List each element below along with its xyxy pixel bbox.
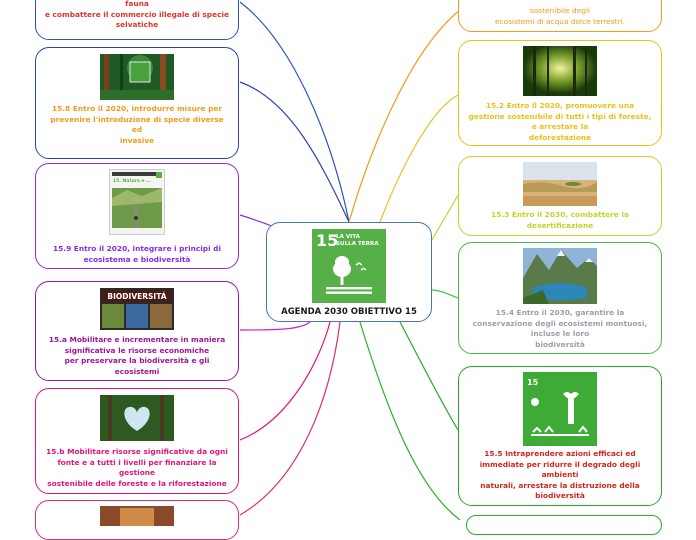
sunlit-forest-photo [523, 46, 597, 96]
connector-line [432, 195, 458, 240]
sdg15-logo: 15 LA VITA SULLA TERRA [312, 229, 386, 303]
node-15-9[interactable]: 15. Natura e ... 15.9 Entro il 2020, int… [35, 163, 239, 269]
connector-line [240, 322, 330, 440]
node-15-c[interactable] [35, 500, 239, 540]
sdg15-life-on-land-icon: 15 [523, 372, 597, 446]
bottom-thumbnail [100, 506, 174, 526]
node-15-3[interactable]: 15.3 Entro il 2030, combattere la desert… [458, 156, 662, 236]
tree-icon [312, 229, 386, 303]
node-text: 15.3 Entro il 2030, combattere la desert… [465, 210, 655, 231]
connector-line [380, 95, 458, 222]
node-text: 15.b Mobilitare risorse significative da… [42, 447, 232, 489]
connector-line [240, 82, 349, 222]
svg-text:BIODIVERSITÁ: BIODIVERSITÁ [107, 292, 166, 301]
node-text: 15.2 Entro il 2020, promuovere una gesti… [465, 101, 655, 143]
node-text: 15.8 Entro il 2020, introdurre misure pe… [42, 104, 232, 146]
node-text: sostenibile degli ecosistemi di acqua do… [465, 6, 655, 27]
node-15-b[interactable]: 15.b Mobilitare risorse significative da… [35, 388, 239, 494]
node-15-2[interactable]: 15.2 Entro il 2020, promuovere una gesti… [458, 40, 662, 146]
connector-line [240, 322, 340, 515]
node-text: 15.9 Entro il 2020, integrare i principi… [42, 244, 232, 265]
connector-line [360, 322, 460, 520]
mountain-lake-photo [523, 248, 597, 304]
document-thumbnail: 15. Natura e ... [109, 169, 165, 235]
node-15-7[interactable]: fauna e combattere il commercio illegale… [35, 0, 239, 40]
node-15-8[interactable]: 15.8 Entro il 2020, introdurre misure pe… [35, 47, 239, 159]
connector-line [432, 290, 458, 298]
node-15-6[interactable] [466, 515, 662, 535]
node-15-4[interactable]: 15.4 Entro il 2030, garantire la conserv… [458, 242, 662, 354]
heart-canopy-photo [100, 395, 174, 441]
rainforest-photo [100, 54, 174, 100]
central-topic-title: AGENDA 2030 OBIETTIVO 15 [267, 307, 431, 317]
node-text: 15.5 Intraprendere azioni efficaci ed im… [465, 449, 655, 502]
node-15-1[interactable]: sostenibile degli ecosistemi di acqua do… [458, 0, 662, 32]
connector-line [400, 322, 458, 430]
central-topic[interactable]: 15 LA VITA SULLA TERRA AGENDA 2030 OBIET… [266, 222, 432, 322]
document-caption: 15. Natura e ... [113, 179, 151, 184]
biodiversita-banner: BIODIVERSITÁ [100, 288, 174, 330]
node-text: 15.4 Entro il 2030, garantire la conserv… [465, 308, 655, 350]
node-15-a[interactable]: BIODIVERSITÁ 15.a Mobilitare e increment… [35, 281, 239, 381]
mountain-road-photo [112, 188, 162, 228]
connector-line [349, 10, 460, 222]
connector-line [240, 322, 310, 330]
node-text: fauna e combattere il commercio illegale… [42, 0, 232, 31]
baobab-icon: 15 [523, 372, 597, 446]
node-15-5[interactable]: 15 15.5 Intraprendere azioni efficaci ed… [458, 366, 662, 506]
desert-photo [523, 162, 597, 206]
svg-text:15: 15 [527, 378, 539, 387]
node-text: 15.a Mobilitare e incrementare in manier… [42, 335, 232, 377]
